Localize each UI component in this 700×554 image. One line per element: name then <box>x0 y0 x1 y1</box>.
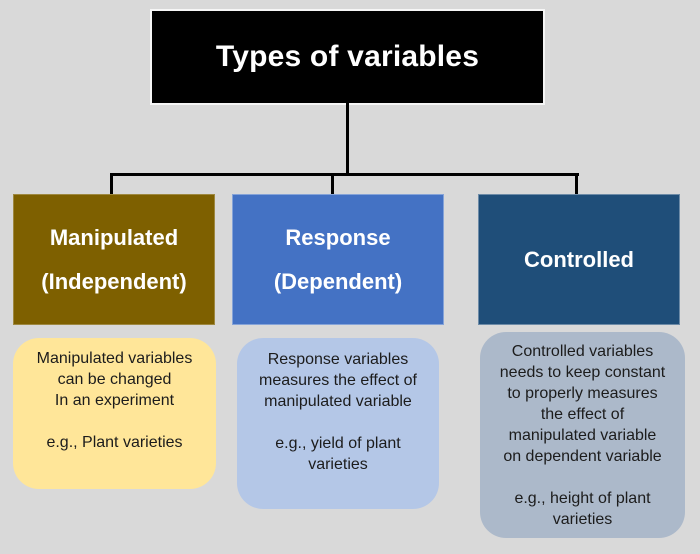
branch-label-controlled: Controlled <box>524 246 634 272</box>
connector-drop-response <box>331 173 334 195</box>
title-box: Types of variables <box>150 9 545 105</box>
branch-box-response: Response (Dependent) <box>232 194 444 325</box>
connector-horizontal <box>110 173 579 176</box>
branch-label-manipulated: Manipulated (Independent) <box>41 224 187 294</box>
note-box-manipulated: Manipulated variables can be changed In … <box>13 338 216 489</box>
branch-box-manipulated: Manipulated (Independent) <box>13 194 215 325</box>
connector-stem <box>346 103 349 175</box>
note-box-controlled: Controlled variables needs to keep const… <box>480 332 685 538</box>
connector-drop-controlled <box>575 173 578 195</box>
note-text-manipulated: Manipulated variables can be changed In … <box>36 350 193 451</box>
branch-label-response: Response (Dependent) <box>273 224 403 294</box>
note-box-response: Response variables measures the effect o… <box>237 338 439 509</box>
note-text-controlled: Controlled variables needs to keep const… <box>499 343 666 528</box>
page-title: Types of variables <box>215 40 480 73</box>
note-text-response: Response variables measures the effect o… <box>258 351 417 473</box>
branch-box-controlled: Controlled <box>478 194 680 325</box>
connector-drop-manipulated <box>110 173 113 195</box>
